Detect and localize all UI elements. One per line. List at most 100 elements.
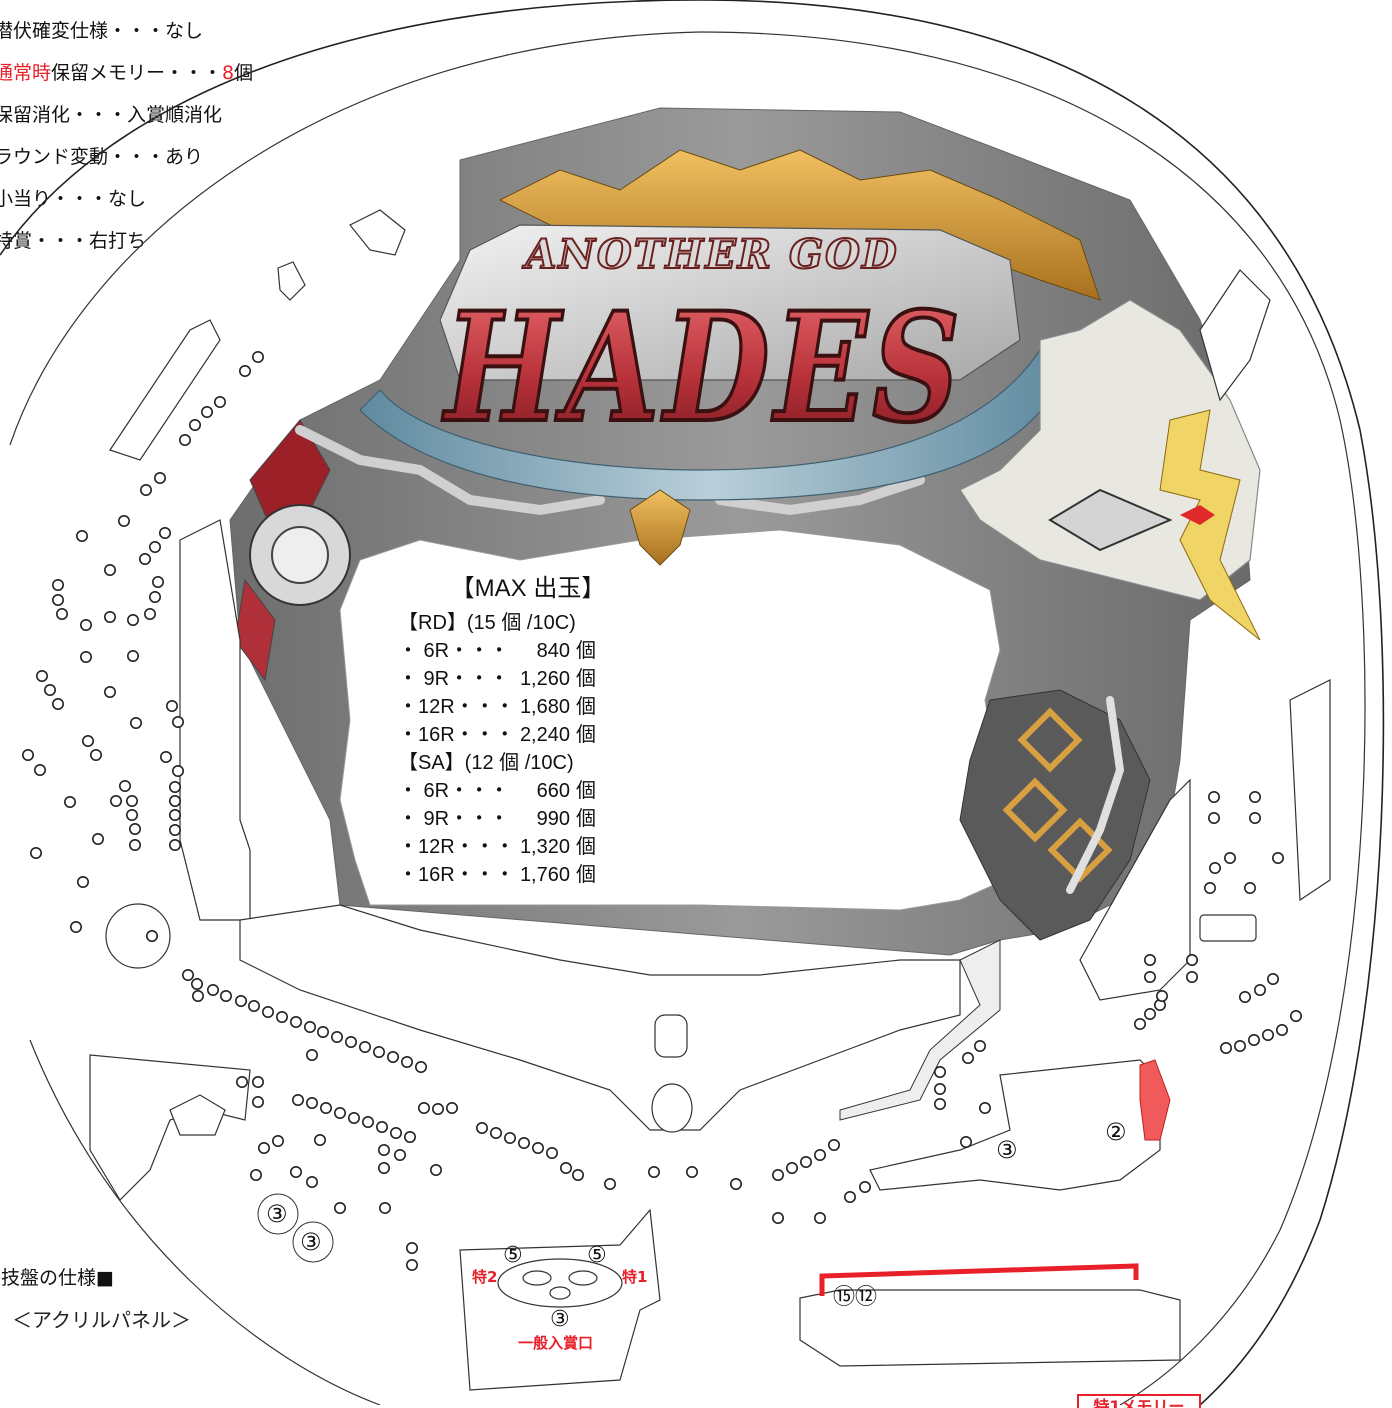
nail (152, 575, 165, 588)
left-red-blade-2 (234, 578, 276, 682)
nail (104, 610, 117, 623)
nail (313, 1134, 326, 1147)
start-chucker-ring (497, 1258, 623, 1308)
sa-unit: 個 (576, 780, 596, 802)
nail (377, 1144, 390, 1157)
left-chain (295, 425, 605, 516)
nail (344, 1036, 357, 1049)
rd-round: ・ 9R・・・ (398, 668, 510, 690)
nail (973, 1040, 986, 1053)
rd-value: 840 (536, 640, 570, 662)
attacker-box (799, 1289, 1181, 1367)
left-upper-guide (109, 319, 221, 461)
nail (291, 1094, 304, 1107)
right-gold-bolt (1159, 409, 1261, 641)
nail (1224, 851, 1237, 864)
nail (414, 1061, 427, 1074)
right-red-gem (1180, 505, 1215, 525)
right-chain (715, 475, 925, 516)
nail (51, 593, 64, 606)
nail (316, 1026, 329, 1039)
left-side-rail (179, 519, 251, 921)
nail (933, 1066, 946, 1079)
spec-hold-count: 8 (222, 62, 235, 84)
nail (201, 405, 214, 418)
nail (21, 748, 34, 761)
nail (1186, 953, 1199, 966)
nail (333, 1107, 346, 1120)
nail (130, 716, 143, 729)
nail (393, 1149, 406, 1162)
spec-special-prize: 特賞・・・右打ち (0, 230, 147, 252)
nail (70, 920, 83, 933)
spec-hold-unit: 個 (234, 62, 254, 84)
nail (144, 607, 157, 620)
gold-diamond-1 (1017, 707, 1083, 773)
nail (51, 697, 64, 710)
nail (261, 1005, 274, 1018)
nail (104, 563, 117, 576)
rd-unit: 個 (576, 668, 596, 690)
spec-round-variation: ラウンド変動・・・あり (0, 146, 204, 168)
nail (289, 1166, 302, 1179)
nail (1290, 1009, 1303, 1022)
nail (90, 748, 103, 761)
nail (33, 763, 46, 776)
nail (647, 1166, 660, 1179)
logo-main-text: HADES (442, 280, 965, 456)
nail (257, 1142, 270, 1155)
nail (43, 683, 56, 696)
nail (330, 1031, 343, 1044)
nail (119, 779, 132, 792)
spec-latent-kakuhen: 潜伏確変仕様・・・なし (0, 20, 204, 42)
nail (207, 983, 220, 996)
nail (172, 715, 185, 728)
rd-round: ・16R・・・ (398, 724, 515, 746)
nail (417, 1102, 430, 1115)
stage-center-slot (654, 1014, 688, 1058)
nail (813, 1212, 826, 1225)
right-upper-guide (1199, 269, 1271, 402)
lower-left-guide (89, 1054, 251, 1201)
nail (389, 1127, 402, 1140)
nail (400, 1056, 413, 1069)
nail (127, 613, 140, 626)
nail (445, 1102, 458, 1115)
logo-top-text: ANOTHER GOD (521, 231, 898, 278)
start-hole-left (522, 1270, 552, 1286)
nail (118, 514, 131, 527)
right-route-rail (839, 939, 1001, 1121)
nail (771, 1169, 784, 1182)
nail (333, 1202, 346, 1215)
nail (1144, 953, 1157, 966)
nail (799, 1156, 812, 1169)
nail (169, 823, 182, 836)
left-windmill (105, 903, 171, 969)
nail (149, 540, 162, 553)
nail (1234, 1040, 1247, 1053)
marker-three-center: ③ (550, 1307, 570, 1332)
nail (1186, 970, 1199, 983)
nail (1209, 861, 1222, 874)
nail (303, 1020, 316, 1033)
nail (169, 794, 182, 807)
nail (55, 607, 68, 620)
right-side-rail (1079, 778, 1191, 1001)
nail (1134, 1017, 1147, 1030)
nail (1144, 1007, 1157, 1020)
section-title: 遊技盤の仕様■ (0, 1267, 114, 1289)
rd-round: ・ 6R・・・ (398, 640, 510, 662)
nail (1254, 983, 1267, 996)
nail (405, 1259, 418, 1272)
label-toku2: 特2 (472, 1268, 498, 1286)
nail (149, 590, 162, 603)
nail (191, 977, 204, 990)
nail (182, 968, 195, 981)
nail (214, 395, 227, 408)
attacker-red-rail (819, 1263, 1139, 1296)
marker-ring-left-2 (292, 1221, 334, 1263)
nail (785, 1162, 798, 1175)
